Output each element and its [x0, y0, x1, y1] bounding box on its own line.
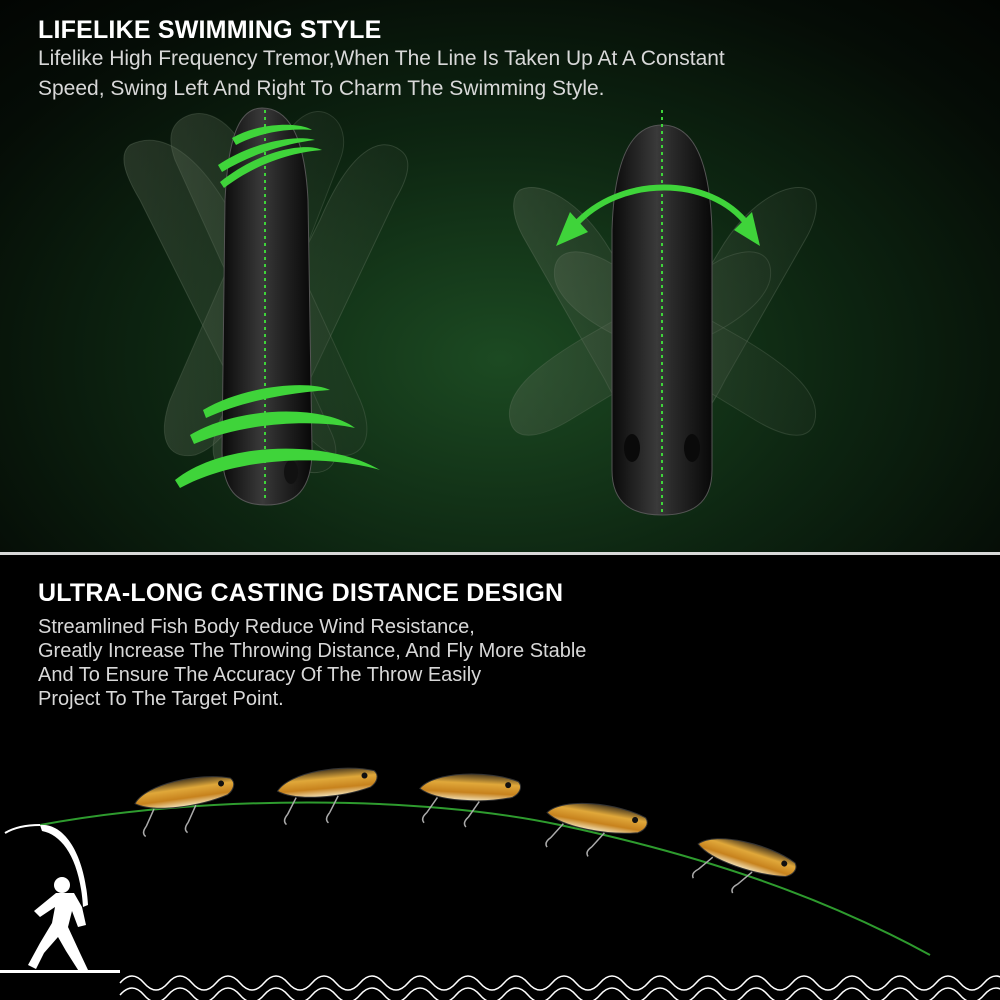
swim-desc-line: Lifelike High Frequency Tremor,When The …: [38, 47, 725, 70]
swimming-style-panel: LIFELIKE SWIMMING STYLE Lifelike High Fr…: [0, 0, 1000, 552]
section-divider: [0, 552, 1000, 555]
swim-desc-line: Speed, Swing Left And Right To Charm The…: [38, 77, 605, 100]
swimming-illustration: [123, 107, 817, 516]
fisherman-silhouette-icon: [0, 824, 120, 973]
swim-section-title: LIFELIKE SWIMMING STYLE: [38, 16, 382, 44]
casting-illustration: [0, 767, 1000, 1000]
cast-desc-line: Project To The Target Point.: [38, 688, 284, 710]
casting-distance-panel: ULTRA-LONG CASTING DISTANCE DESIGN Strea…: [0, 555, 1000, 1000]
swing-arrow-icon: [556, 184, 760, 246]
cast-desc-line: And To Ensure The Accuracy Of The Throw …: [38, 664, 482, 686]
swim-section-description: Lifelike High Frequency Tremor,When The …: [38, 44, 725, 104]
cast-desc-line: Greatly Increase The Throwing Distance, …: [38, 640, 587, 662]
casting-line: [39, 801, 931, 956]
cast-section-description: Streamlined Fish Body Reduce Wind Resist…: [38, 615, 586, 711]
cast-desc-line: Streamlined Fish Body Reduce Wind Resist…: [38, 616, 475, 638]
cast-section-title: ULTRA-LONG CASTING DISTANCE DESIGN: [38, 579, 564, 607]
swing-arrow-icon: [175, 124, 380, 488]
flying-lures: [134, 767, 797, 894]
wave-pattern-icon: [119, 975, 1000, 1000]
left-lure-body: [221, 107, 313, 506]
